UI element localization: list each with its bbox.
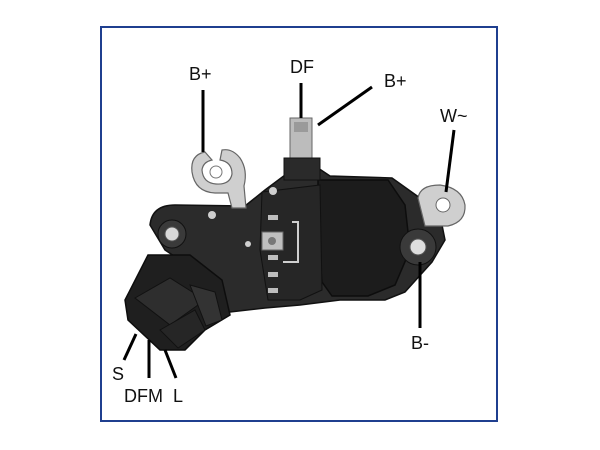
df-brush-holder xyxy=(283,117,321,181)
b-minus-mount xyxy=(399,228,437,266)
housing-hole xyxy=(269,187,277,195)
connector-plug xyxy=(124,254,231,351)
housing-hole xyxy=(208,211,216,219)
w-terminal xyxy=(417,184,466,227)
leader-s xyxy=(122,333,138,361)
label-b-plus-right: B+ xyxy=(384,71,407,91)
label-b-plus-left: B+ xyxy=(189,64,212,84)
leader-w xyxy=(444,129,456,193)
terminal-slot xyxy=(268,272,278,277)
regulator-housing xyxy=(149,167,446,313)
terminal-slot xyxy=(268,255,278,260)
label-b-minus: B- xyxy=(411,333,429,353)
label-dfm: DFM xyxy=(124,386,163,406)
leader-lines xyxy=(122,83,456,379)
leader-l xyxy=(163,349,178,379)
terminal-slot xyxy=(268,288,278,293)
housing-cover xyxy=(317,179,411,297)
label-s: S xyxy=(112,364,124,384)
housing-center-block xyxy=(259,184,323,301)
label-df: DF xyxy=(290,57,314,77)
housing-hole xyxy=(245,241,251,247)
terminal-slot xyxy=(268,215,278,220)
label-l: L xyxy=(173,386,183,406)
leader-b-plus-right xyxy=(317,85,373,127)
b-plus-hook-terminal xyxy=(191,149,247,209)
label-w: W~ xyxy=(440,106,468,126)
